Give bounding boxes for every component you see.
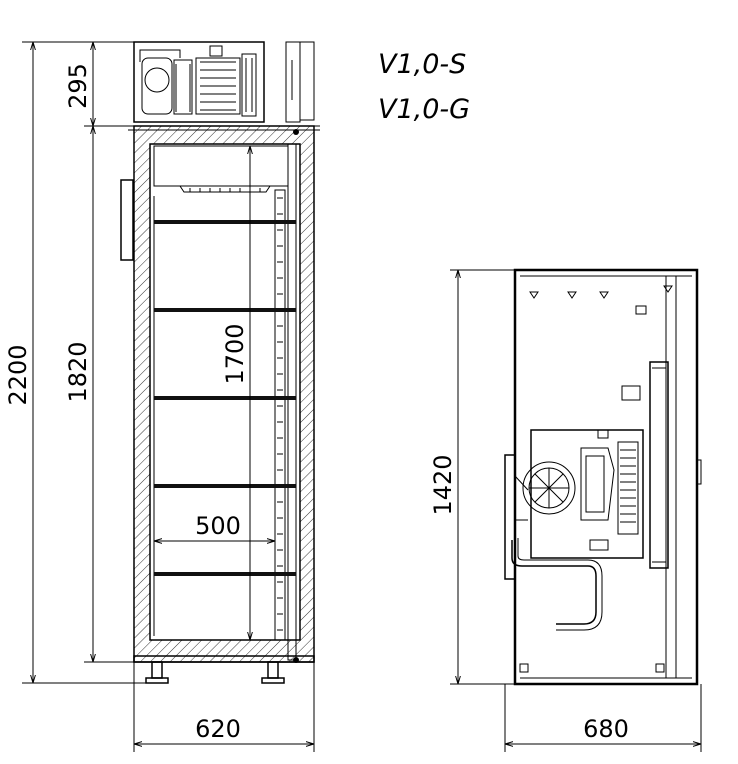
evaporator	[153, 145, 289, 193]
dimension-1820-label: 1820	[64, 341, 92, 402]
shelves	[154, 220, 296, 576]
dimension-680-label: 680	[583, 715, 629, 743]
side-dimensions: 1420 680	[429, 269, 702, 752]
dimension-1420-label: 1420	[429, 454, 457, 515]
front-dimensions: 2200 295 1820 1700 500 620	[4, 41, 315, 752]
model-label-s: V1,0-S	[378, 49, 466, 80]
dimension-500-label: 500	[195, 512, 241, 540]
compressor-unit	[522, 429, 644, 559]
dimension-295-label: 295	[64, 63, 92, 109]
top-unit	[133, 41, 265, 123]
model-label-g: V1,0-G	[378, 94, 470, 125]
front-view	[120, 41, 320, 684]
side-view	[504, 268, 702, 686]
legs	[145, 661, 285, 684]
dimension-2200-label: 2200	[4, 344, 32, 405]
dimension-1700-label: 1700	[221, 323, 249, 384]
model-labels: V1,0-S V1,0-G	[378, 49, 470, 125]
dimension-620-label: 620	[195, 715, 241, 743]
